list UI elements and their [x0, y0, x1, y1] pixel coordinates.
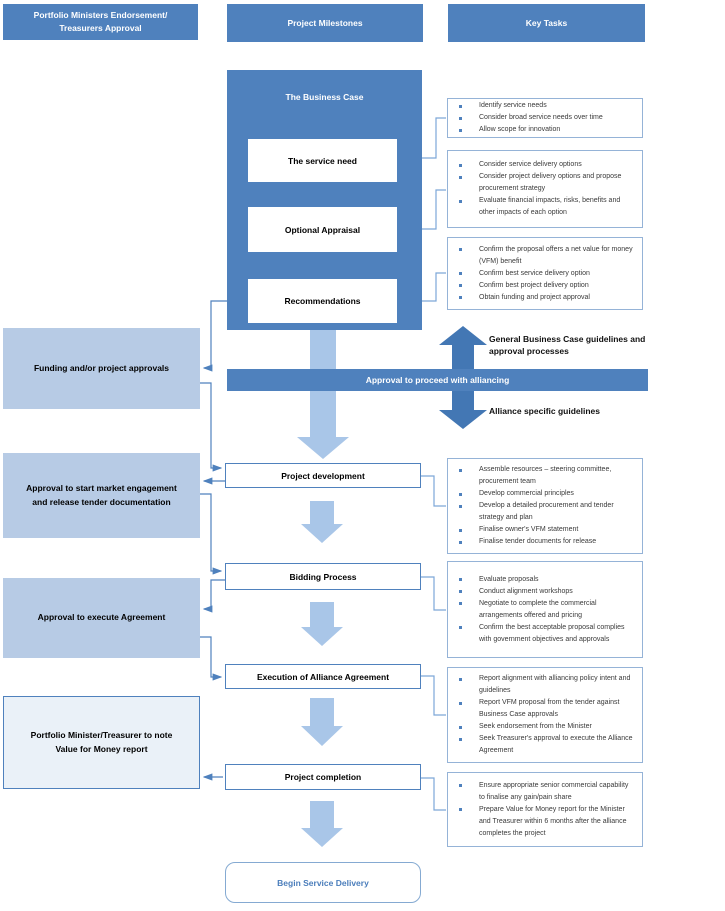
- milestone-project-completion: Project completion: [225, 764, 421, 790]
- annotation-alliance-guidelines: Alliance specific guidelines: [489, 406, 601, 416]
- milestone-execution-agreement: Execution of Alliance Agreement: [225, 664, 421, 689]
- connector-bidding-tasks: [420, 576, 446, 611]
- key-tasks-service-need: Identify service needs Consider broad se…: [447, 98, 643, 138]
- task-item: Evaluate proposals: [448, 574, 636, 586]
- key-tasks-project-development: Assemble resources – steering committee,…: [447, 458, 643, 554]
- task-item: Develop a detailed procurement and tende…: [448, 500, 636, 524]
- connector-execution-tasks: [420, 675, 446, 716]
- task-item: Confirm best service delivery option: [448, 268, 636, 280]
- task-item: Ensure appropriate senior commercial cap…: [448, 780, 636, 804]
- key-tasks-project-completion: Ensure appropriate senior commercial cap…: [447, 772, 643, 847]
- terminal-begin-service-delivery: Begin Service Delivery: [225, 862, 421, 903]
- task-item: Confirm the proposal offers a net value …: [448, 244, 636, 268]
- task-item: Consider project delivery options and pr…: [448, 171, 636, 195]
- business-case-block: The Business Case The service need Optio…: [227, 70, 422, 330]
- connector-development-tasks: [420, 475, 446, 507]
- task-item: Consider service delivery options: [448, 159, 636, 171]
- connector-market-bidding: [198, 493, 223, 575]
- task-item: Assemble resources – steering committee,…: [448, 464, 636, 488]
- task-item: Negotiate to complete the commercial arr…: [448, 598, 636, 622]
- down-arrow-to-execution: [301, 602, 343, 646]
- milestone-project-development: Project development: [225, 463, 421, 488]
- approval-note-vfm-report: Portfolio Minister/Treasurer to note Val…: [3, 696, 200, 789]
- task-item: Finalise tender documents for release: [448, 536, 636, 548]
- task-item: Report alignment with alliancing policy …: [448, 673, 636, 697]
- annotation-general-guidelines: General Business Case guidelines and app…: [489, 334, 646, 357]
- connector-recommendations-funding: [202, 300, 227, 372]
- approval-funding: Funding and/or project approvals: [3, 328, 200, 409]
- key-tasks-execution-agreement: Report alignment with alliancing policy …: [447, 667, 643, 763]
- header-project-milestones: Project Milestones: [227, 4, 423, 42]
- stage-optional-appraisal: Optional Appraisal: [248, 207, 397, 252]
- connector-recommendations-tasks: [422, 272, 446, 302]
- stage-service-need: The service need: [248, 139, 397, 182]
- task-item: Conduct alignment workshops: [448, 586, 636, 598]
- header-key-tasks: Key Tasks: [448, 4, 645, 42]
- task-item: Consider broad service needs over time: [448, 112, 603, 124]
- task-item: Finalise owner's VFM statement: [448, 524, 636, 536]
- task-item: Obtain funding and project approval: [448, 292, 636, 304]
- approval-market-engagement: Approval to start market engagement and …: [3, 453, 200, 538]
- business-case-title: The Business Case: [285, 92, 364, 102]
- task-item: Evaluate financial impacts, risks, benef…: [448, 195, 636, 219]
- down-arrow-to-bidding: [301, 501, 343, 543]
- task-item: Prepare Value for Money report for the M…: [448, 804, 636, 840]
- connector-service-need-tasks: [422, 117, 446, 159]
- task-item: Seek Treasurer's approval to execute the…: [448, 733, 636, 757]
- connector-bidding-execute-approval: [202, 579, 225, 613]
- milestone-bidding-process: Bidding Process: [225, 563, 421, 590]
- banner-approval-to-proceed: Approval to proceed with alliancing: [227, 369, 648, 391]
- header-portfolio-approval: Portfolio Ministers Endorsement/ Treasur…: [3, 4, 198, 40]
- connector-completion-tasks: [420, 777, 446, 811]
- connector-optional-appraisal-tasks: [422, 189, 446, 230]
- task-item: Identify service needs: [448, 100, 603, 112]
- key-tasks-bidding-process: Evaluate proposals Conduct alignment wor…: [447, 561, 643, 658]
- connector-funding-development: [198, 382, 223, 472]
- task-item: Allow scope for innovation: [448, 124, 603, 136]
- key-tasks-recommendations: Confirm the proposal offers a net value …: [447, 237, 643, 310]
- stage-recommendations: Recommendations: [248, 279, 397, 323]
- down-arrow-business-case: [297, 329, 349, 459]
- down-arrow-to-completion: [301, 698, 343, 746]
- down-arrow-to-service-delivery: [301, 801, 343, 847]
- task-item: Report VFM proposal from the tender agai…: [448, 697, 636, 721]
- connector-execute-approval-execution: [198, 636, 223, 681]
- task-item: Confirm the best acceptable proposal com…: [448, 622, 636, 646]
- approval-execute-agreement: Approval to execute Agreement: [3, 578, 200, 658]
- task-item: Confirm best project delivery option: [448, 280, 636, 292]
- task-item: Seek endorsement from the Minister: [448, 721, 636, 733]
- key-tasks-optional-appraisal: Consider service delivery options Consid…: [447, 150, 643, 228]
- task-item: Develop commercial principles: [448, 488, 636, 500]
